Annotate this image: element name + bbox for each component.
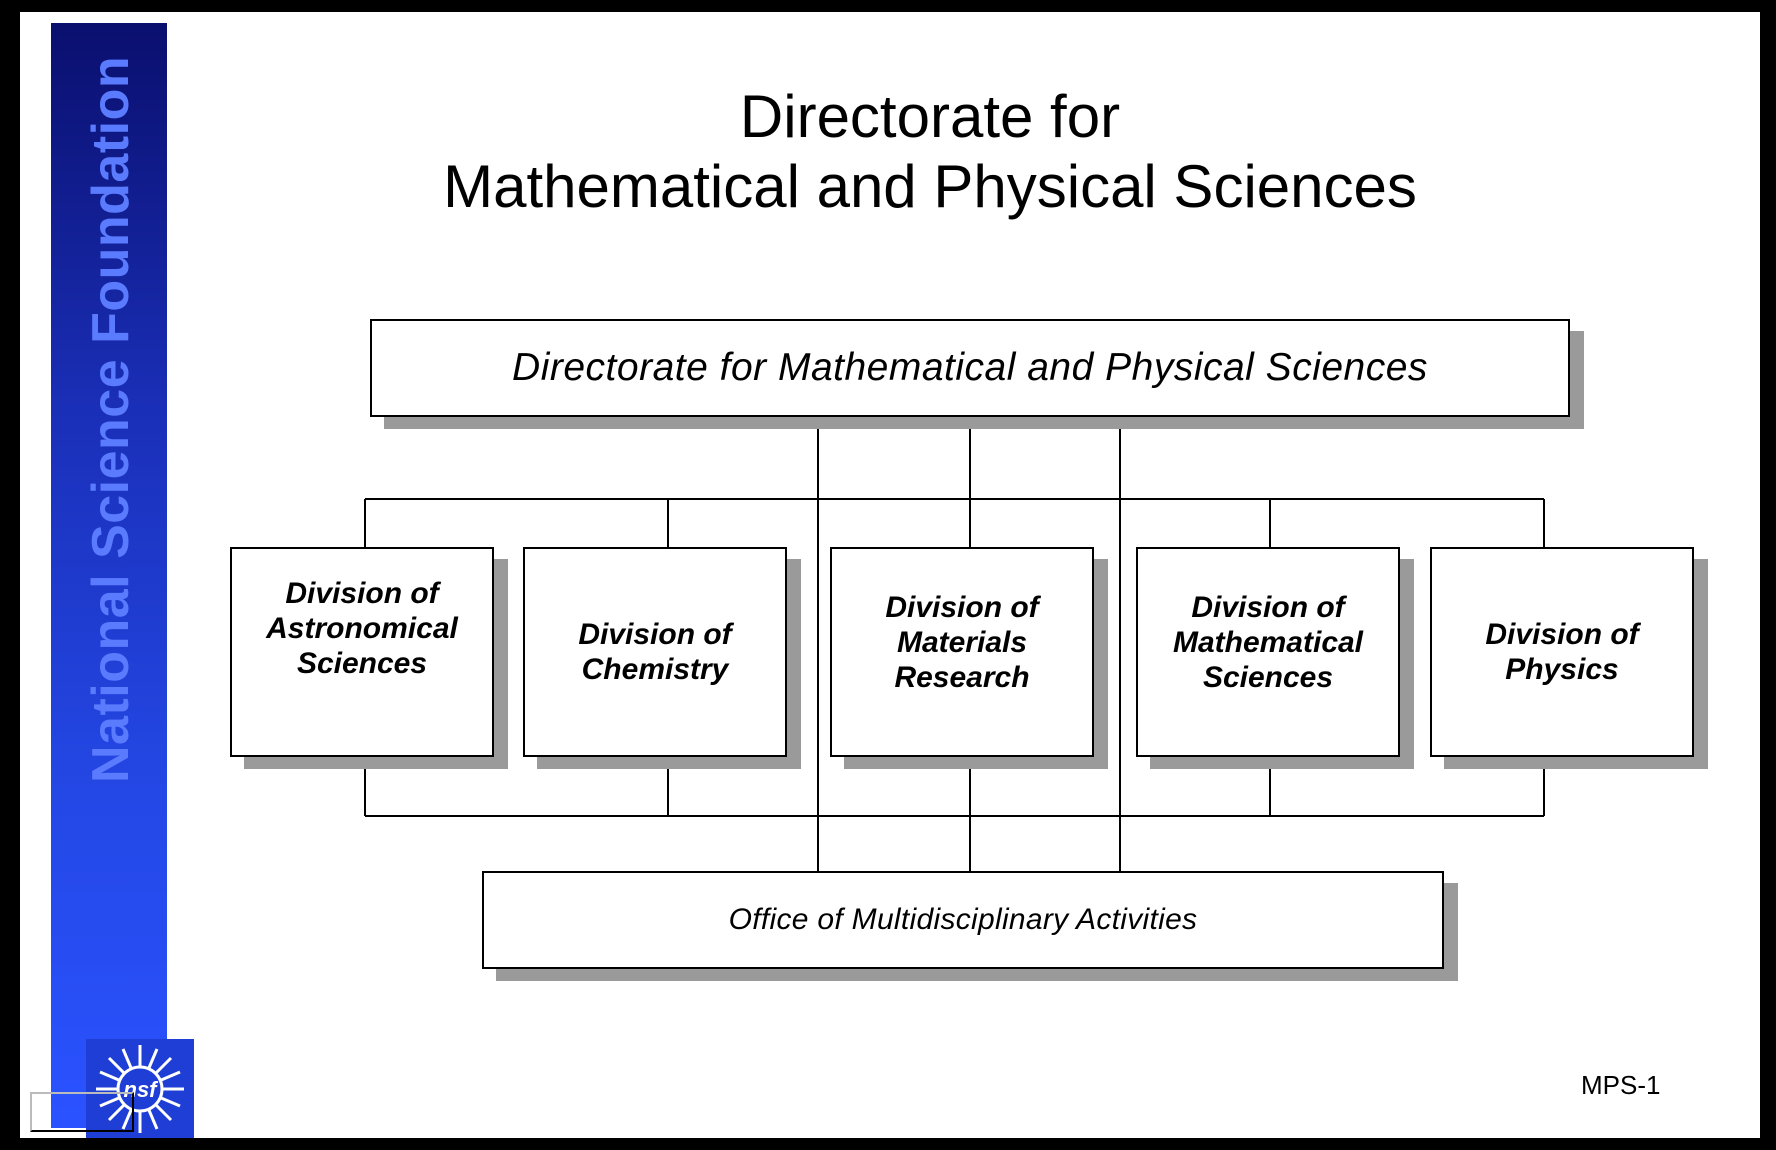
directorate-box-label: Directorate for Mathematical and Physica… bbox=[512, 346, 1428, 389]
directorate-box: Directorate for Mathematical and Physica… bbox=[370, 319, 1570, 417]
division-label: Division of Chemistry bbox=[578, 618, 732, 686]
slide-number: MPS-1 bbox=[1581, 1070, 1661, 1100]
nsf-side-banner: National Science Foundation bbox=[51, 23, 194, 1138]
nsf-logo-icon: nsf bbox=[86, 1039, 194, 1138]
division-box-chemistry: Division of Chemistry bbox=[523, 547, 787, 757]
division-box-mathematical: Division of Mathematical Sciences bbox=[1136, 547, 1400, 757]
division-label: Division of Mathematical Sciences bbox=[1172, 590, 1364, 694]
division-box-astronomical: Division of Astronomical Sciences bbox=[230, 547, 494, 757]
division-label: Division of Physics bbox=[1485, 618, 1639, 686]
title-line-2: Mathematical and Physical Sciences bbox=[443, 153, 1417, 220]
division-label: Division of Materials Research bbox=[885, 590, 1039, 694]
slide: National Science Foundation bbox=[20, 12, 1760, 1138]
office-box: Office of Multidisciplinary Activities bbox=[482, 871, 1444, 969]
slide-title: Directorate for Mathematical and Physica… bbox=[280, 82, 1580, 222]
title-line-1: Directorate for bbox=[739, 83, 1121, 150]
division-box-physics: Division of Physics bbox=[1430, 547, 1694, 757]
org-chart-connectors bbox=[364, 417, 1545, 871]
office-box-label: Office of Multidisciplinary Activities bbox=[728, 903, 1198, 936]
division-box-materials: Division of Materials Research bbox=[830, 547, 1094, 757]
nsf-logo-text: nsf bbox=[124, 1077, 160, 1102]
logo-frame bbox=[30, 1092, 134, 1132]
division-label: Division of Astronomical Sciences bbox=[266, 576, 458, 680]
